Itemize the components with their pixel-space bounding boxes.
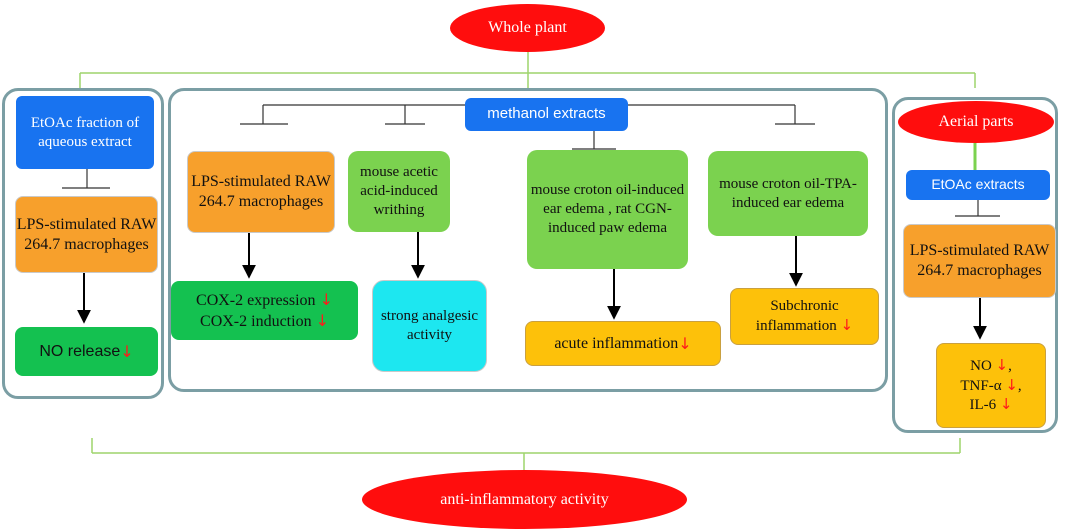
left-result-label: NO release (39, 342, 121, 360)
methanol-extract-box: methanol extracts (465, 98, 628, 131)
down-arrow-icon: ↓ (120, 341, 134, 361)
model4-label: mouse croton oil-TPA-induced ear edema (719, 175, 857, 211)
model1-label: LPS-stimulated RAW 264.7 macrophages (191, 173, 331, 210)
left-cell-label: LPS-stimulated RAW 264.7 macrophages (16, 215, 157, 253)
aerial-parts-label: Aerial parts (938, 113, 1014, 130)
model4-box: mouse croton oil-TPA-induced ear edema (708, 151, 868, 236)
middle-connectors (240, 104, 815, 150)
anti-inflammatory-label: anti-inflammatory activity (440, 490, 609, 508)
comma-separator: , (1008, 357, 1012, 374)
result4-wrap: Subchronic inflammation ↓ (731, 297, 878, 336)
middle-panel (168, 88, 888, 392)
result1-line1: COX-2 expression ↓ (196, 290, 333, 311)
top-bracket (79, 52, 976, 88)
result1-line2: COX-2 induction ↓ (200, 311, 329, 332)
down-arrow-icon: ↓ (995, 355, 1009, 374)
left-cell-box: LPS-stimulated RAW 264.7 macrophages (15, 196, 158, 273)
whole-plant-oval: Whole plant (450, 4, 605, 52)
down-arrow-icon: ↓ (678, 333, 692, 353)
left-result-box: NO release ↓ (15, 327, 158, 376)
whole-plant-label: Whole plant (488, 19, 567, 36)
comma-separator: , (1017, 377, 1022, 394)
right-result-il6: IL-6 ↓ (970, 395, 1013, 415)
right-extract-label: EtOAc extracts (931, 176, 1025, 193)
down-arrow-icon: ↓ (315, 310, 329, 330)
result4-label: Subchronic inflammation (755, 298, 839, 334)
left-extract-label: EtOAc fraction of aqueous extract (30, 114, 140, 150)
result1-line2-label: COX-2 induction (200, 312, 312, 330)
down-arrow-icon: ↓ (1005, 375, 1018, 394)
result1-box: COX-2 expression ↓ COX-2 induction ↓ (171, 281, 358, 340)
model3-label: mouse croton oil-induced ear edema , rat… (530, 182, 685, 236)
left-extract-box: EtOAc fraction of aqueous extract (16, 96, 154, 169)
right-cell-box: LPS-stimulated RAW 264.7 macrophages (903, 224, 1056, 298)
result2-box: strong analgesic activity (372, 280, 487, 372)
bottom-bracket (91, 438, 961, 470)
right-connectors (955, 143, 1000, 340)
result3-box: acute inflammation ↓ (525, 321, 721, 366)
right-extract-box: EtOAc extracts (906, 170, 1050, 200)
model3-box: mouse croton oil-induced ear edema , rat… (527, 150, 688, 269)
model1-box: LPS-stimulated RAW 264.7 macrophages (187, 151, 335, 233)
result3-label: acute inflammation (554, 334, 679, 352)
down-arrow-icon: ↓ (840, 316, 854, 334)
anti-inflammatory-oval: anti-inflammatory activity (362, 470, 687, 529)
right-result-tnf-label: TNF-α (960, 377, 1002, 394)
methanol-extract-label: methanol extracts (487, 105, 606, 123)
right-panel (892, 97, 1058, 433)
right-result-no-label: NO (970, 357, 992, 374)
aerial-parts-oval: Aerial parts (898, 101, 1054, 143)
model2-box: mouse acetic acid-induced writhing (348, 151, 450, 232)
right-result-il6-label: IL-6 (969, 397, 997, 414)
down-arrow-icon: ↓ (319, 289, 333, 309)
left-connectors (62, 169, 110, 324)
result1-line1-label: COX-2 expression (196, 291, 316, 309)
left-panel (2, 88, 164, 399)
right-result-tnf: TNF-α ↓, (960, 376, 1021, 396)
model2-label: mouse acetic acid-induced writhing (360, 164, 438, 218)
result2-label: strong analgesic activity (380, 308, 479, 343)
right-cell-label: LPS-stimulated RAW 264.7 macrophages (909, 242, 1050, 279)
middle-arrows (242, 232, 803, 320)
right-result-no: NO ↓, (970, 356, 1012, 376)
result4-box: Subchronic inflammation ↓ (730, 288, 879, 345)
down-arrow-icon: ↓ (999, 395, 1013, 414)
right-result-box: NO ↓, TNF-α ↓, IL-6 ↓ (936, 343, 1046, 428)
